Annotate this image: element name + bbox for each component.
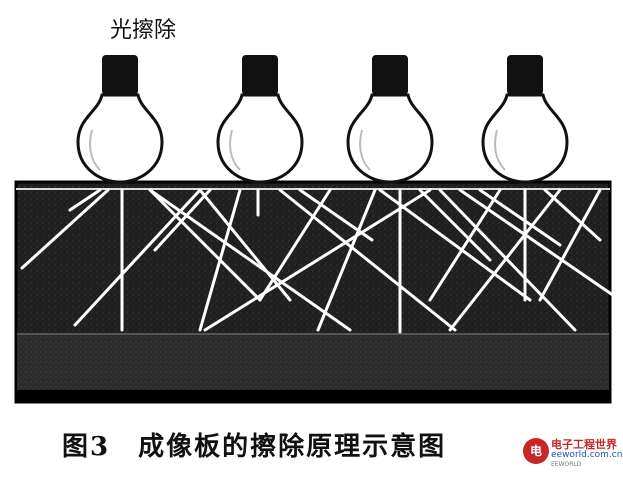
light-ray <box>198 188 242 332</box>
light-ray <box>203 188 432 332</box>
light-ray <box>68 188 102 212</box>
light-ray <box>418 188 492 262</box>
light-ray <box>538 188 602 302</box>
light-ray <box>198 188 292 302</box>
light-ray <box>20 188 110 270</box>
light-ray <box>378 188 532 302</box>
light-bulb-4 <box>481 55 569 184</box>
bulb-glass <box>481 93 569 184</box>
light-ray <box>153 188 212 252</box>
figure-title: 成像板的擦除原理示意图 <box>138 432 447 462</box>
figure-number: 图3 <box>62 432 111 462</box>
bulb-highlight <box>359 129 371 171</box>
bulb-socket <box>507 55 543 95</box>
light-ray <box>438 188 577 332</box>
bulb-socket <box>242 55 278 95</box>
light-ray <box>298 188 374 242</box>
light-bulbs <box>76 55 569 184</box>
watermark-sub: EEWORLD <box>551 461 582 468</box>
light-ray <box>258 188 332 302</box>
bulb-glass <box>76 93 164 184</box>
light-erase-label: 光擦除 <box>110 18 177 43</box>
light-bulb-1 <box>76 55 164 184</box>
light-ray <box>428 188 502 302</box>
light-rays <box>20 188 622 334</box>
figure-caption: 图3 成像板的擦除原理示意图 <box>62 426 446 463</box>
plate-base-layer <box>17 334 609 390</box>
bulb-highlight <box>89 129 101 171</box>
plate-bottom-edge <box>16 390 610 402</box>
bulb-glass <box>216 93 304 184</box>
light-ray <box>278 188 457 332</box>
bulb-socket <box>372 55 408 95</box>
watermark-logo: 电 <box>523 438 549 464</box>
bulb-socket <box>102 55 138 95</box>
site-watermark: 电 电子工程世界 eeworld.com.cn EEWORLD <box>523 436 622 470</box>
bulb-glass <box>346 93 434 184</box>
watermark-title: 电子工程世界 <box>551 438 617 451</box>
light-bulb-3 <box>346 55 434 184</box>
light-ray <box>148 188 352 332</box>
light-ray <box>448 188 562 332</box>
light-ray <box>316 188 377 332</box>
bulb-highlight <box>494 129 506 171</box>
light-bulb-2 <box>216 55 304 184</box>
light-ray <box>148 188 262 302</box>
light-ray <box>73 188 202 327</box>
bulb-highlight <box>229 129 241 171</box>
watermark-site: eeworld.com.cn <box>551 450 623 460</box>
